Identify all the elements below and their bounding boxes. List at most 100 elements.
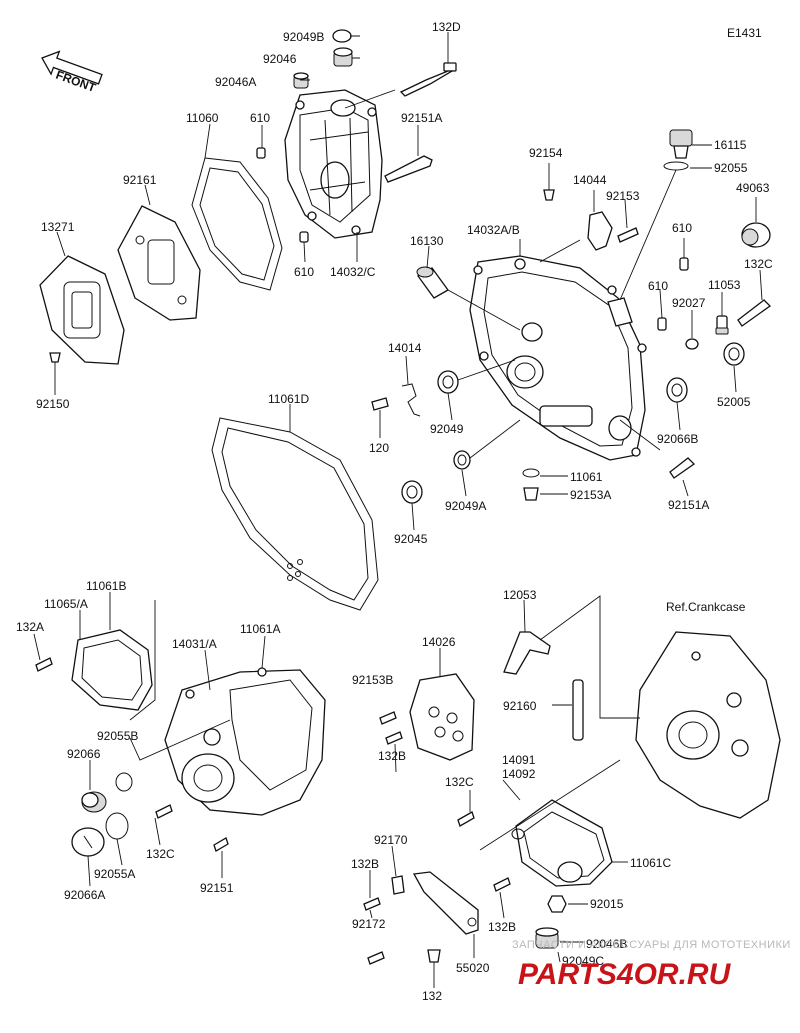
- oring-92055a: [105, 812, 129, 840]
- label-132b-c: 132B: [488, 920, 516, 934]
- label-11060: 11060: [186, 111, 219, 125]
- label-92055b: 92055B: [97, 729, 138, 743]
- label-13271: 13271: [41, 220, 75, 234]
- bolt-132c-b: [155, 804, 173, 819]
- label-132c-b: 132C: [445, 775, 474, 789]
- label-132d: 132D: [432, 20, 461, 34]
- diagram-code: E1431: [727, 26, 762, 40]
- label-132a: 132A: [16, 620, 44, 634]
- watermark-tagline: ЗАПЧАСТИ И АКСЕССУАРЫ ДЛЯ МОТОТЕХНИКИ: [512, 939, 791, 951]
- label-ref-crankcase: Ref.Crankcase: [666, 600, 746, 614]
- washer-92049b: [332, 29, 352, 43]
- cover-11065a: [71, 629, 153, 711]
- clutch-cover-14032ab: [469, 255, 647, 461]
- label-92045: 92045: [394, 532, 428, 546]
- callout-labels: 92049B 132D 92046 92046A 11060 610 92151…: [16, 20, 773, 1003]
- oring-92055b: [115, 772, 133, 792]
- bolt-92151a-b: [669, 457, 696, 479]
- bolt-92153a: [523, 487, 539, 501]
- label-14031a: 14031/A: [172, 637, 217, 651]
- plate-13271: [39, 255, 125, 365]
- label-92046a: 92046A: [215, 75, 256, 89]
- label-92066a: 92066A: [64, 888, 105, 902]
- label-92151a-b: 92151A: [668, 498, 709, 512]
- label-92055a: 92055A: [94, 867, 135, 881]
- label-92049c: 92049C: [562, 954, 604, 968]
- label-11061: 11061: [570, 470, 603, 484]
- gasket-11061d: [211, 417, 379, 611]
- seal-92066b: [666, 377, 688, 403]
- label-92161: 92161: [123, 173, 157, 187]
- label-92150: 92150: [36, 397, 70, 411]
- top-cover-14032c: [284, 89, 383, 239]
- pin-610-a: [256, 147, 266, 159]
- label-92066b: 92066B: [657, 432, 698, 446]
- bolt-92151a-a: [384, 155, 433, 183]
- label-11065a: 11065/A: [44, 597, 88, 611]
- label-610-d: 610: [648, 279, 668, 293]
- nut-92015: [547, 895, 567, 913]
- bolt-92172: [367, 951, 385, 965]
- label-14044: 14044: [573, 173, 607, 187]
- label-11053: 11053: [708, 278, 741, 292]
- label-132: 132: [422, 989, 442, 1003]
- bolt-132: [427, 949, 441, 963]
- clip-92170: [391, 875, 405, 895]
- label-92049a: 92049A: [445, 499, 486, 513]
- label-132c-a: 132C: [744, 257, 773, 271]
- bolt-132d: [399, 62, 457, 97]
- front-arrow-icon: [41, 50, 103, 85]
- label-49063: 49063: [736, 181, 770, 195]
- watermark-logo: PARTS4OR.RU: [518, 958, 732, 991]
- plug-92066: [81, 791, 107, 813]
- seal-92049: [437, 370, 459, 394]
- bolt-92154: [543, 189, 555, 201]
- washer-92027: [685, 338, 699, 350]
- label-52005: 52005: [717, 395, 751, 409]
- label-92046b: 92046B: [586, 937, 627, 951]
- bolt-132b-c: [363, 897, 381, 911]
- label-92170: 92170: [374, 833, 408, 847]
- oring-92055: [663, 161, 689, 171]
- label-14092: 14092: [502, 767, 536, 781]
- pipe-92160: [572, 679, 584, 741]
- label-92151a-a: 92151A: [401, 111, 442, 125]
- bolt-92151: [213, 837, 229, 852]
- crankcase-ref: [635, 631, 781, 819]
- seal-52005: [723, 342, 745, 366]
- label-92055: 92055: [714, 161, 748, 175]
- gasket-11061: [522, 468, 540, 478]
- bolt-92153b: [379, 711, 397, 725]
- label-92027: 92027: [672, 296, 706, 310]
- label-132c-c: 132C: [146, 847, 175, 861]
- collar-92046b: [535, 927, 559, 949]
- label-14032ab: 14032A/B: [467, 223, 520, 237]
- label-14091: 14091: [502, 753, 536, 767]
- bracket-55020: [412, 871, 479, 935]
- seal-92045: [401, 480, 423, 504]
- label-92046: 92046: [263, 52, 297, 66]
- watermark: ЗАПЧАСТИ И АКСЕССУАРЫ ДЛЯ МОТОТЕХНИКИ PA…: [512, 939, 791, 991]
- label-610-c: 610: [672, 221, 692, 235]
- collar-92046: [333, 47, 353, 67]
- plug-92066a: [71, 827, 105, 857]
- label-92154: 92154: [529, 146, 563, 160]
- label-16115: 16115: [714, 138, 747, 152]
- clip-14014: [401, 383, 421, 417]
- plug-49063: [741, 222, 771, 248]
- label-132b-a: 132B: [378, 749, 406, 763]
- label-55020: 55020: [456, 961, 490, 975]
- plate-92161: [117, 205, 201, 321]
- gasket-11060: [191, 157, 283, 291]
- bolt-132c-c: [457, 811, 475, 827]
- cover-14026: [409, 673, 475, 761]
- label-16130: 16130: [410, 234, 444, 248]
- tube-16130: [416, 266, 449, 299]
- label-92160: 92160: [503, 699, 537, 713]
- stator-cover-14031a: [164, 667, 326, 816]
- screw-92150: [49, 352, 61, 363]
- label-610-b: 610: [294, 265, 314, 279]
- pin-610-b: [299, 231, 309, 243]
- cover-14091: [511, 799, 613, 887]
